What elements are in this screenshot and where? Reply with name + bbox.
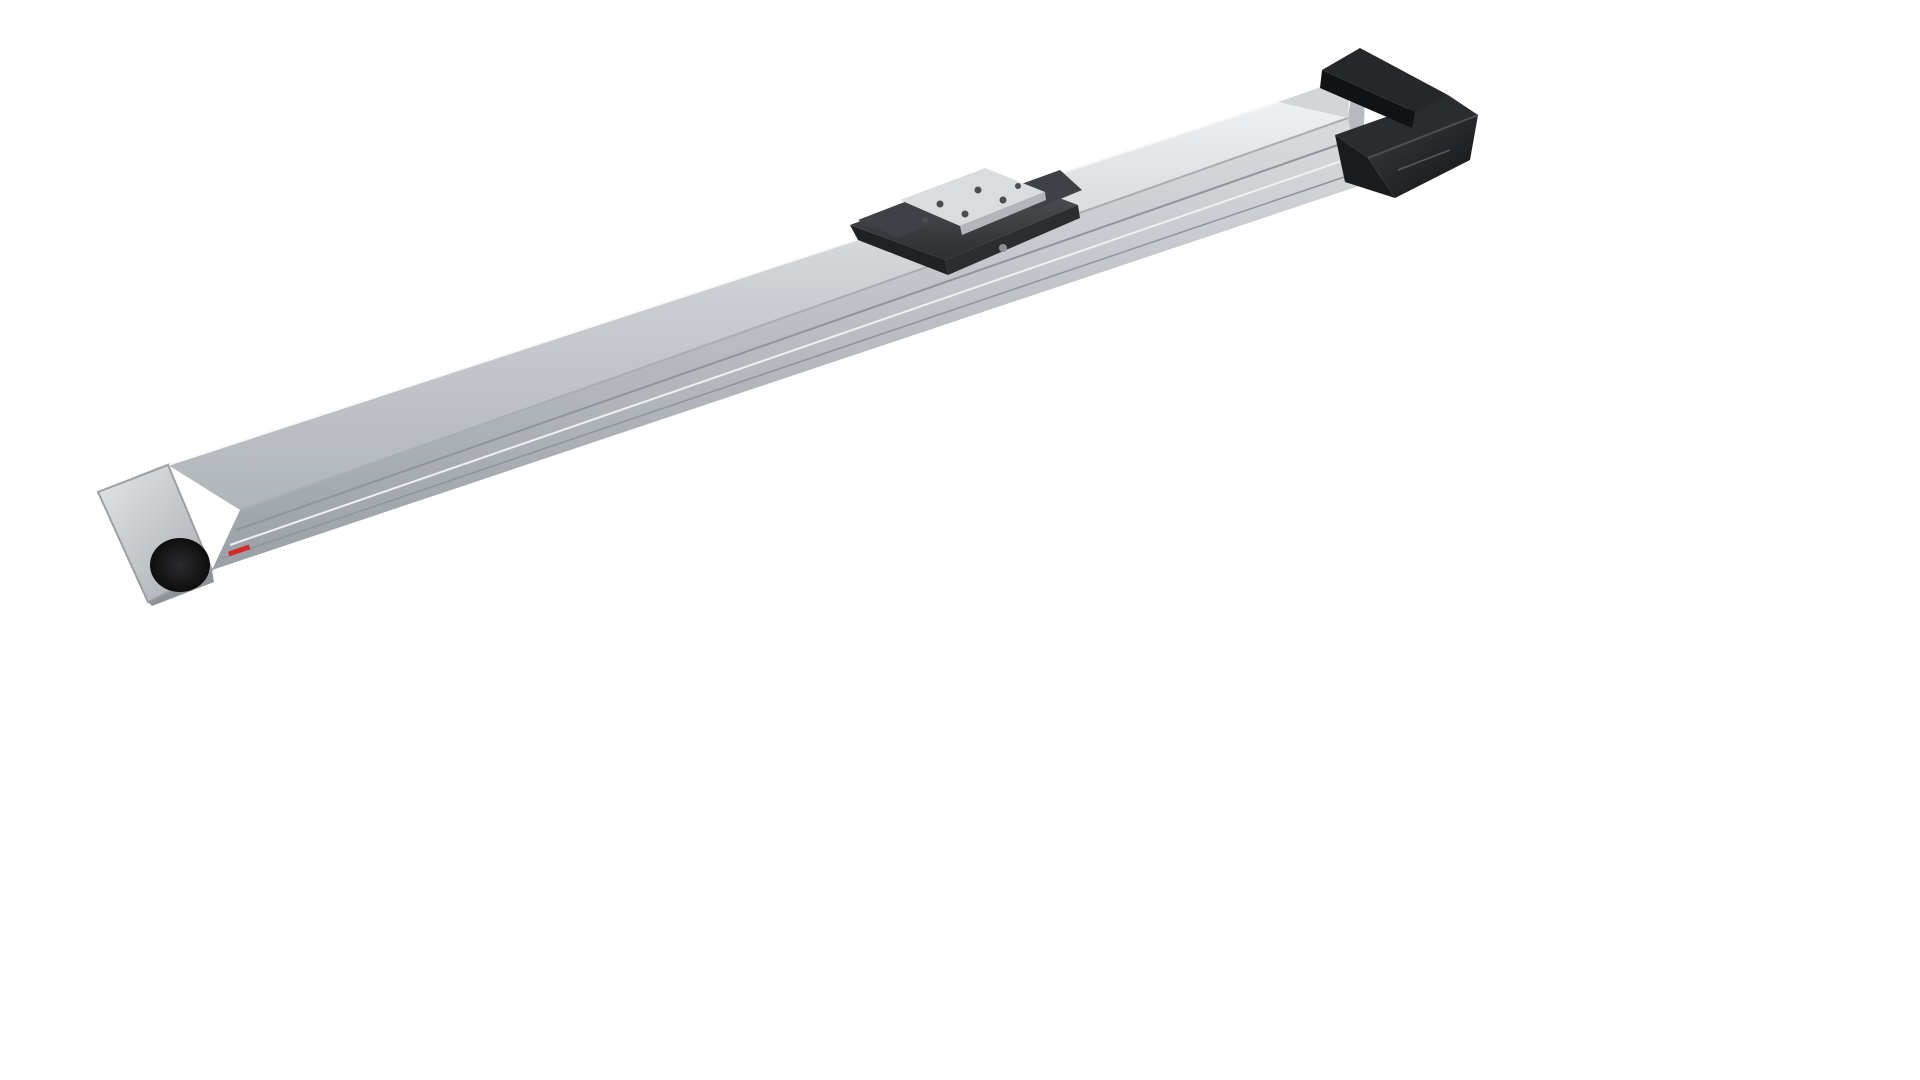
carriage-front [850, 225, 948, 275]
motor-body-main [1368, 115, 1478, 198]
left-end-cap-bore [150, 538, 210, 592]
rail-edge [239, 117, 1349, 511]
rail-edge-highlight [167, 101, 1279, 466]
left-end-cap-outline [96, 463, 214, 604]
carriage-top-plate [900, 168, 1045, 226]
carriage-lube-port [999, 244, 1007, 252]
motor-edge [1367, 114, 1479, 159]
carriage-front-right [945, 205, 1080, 275]
motor-top-front [1320, 70, 1415, 128]
rail-groove [235, 139, 1353, 531]
motor-top-housing [1322, 48, 1448, 112]
carriage-mount-hole [936, 200, 944, 208]
rail-top-face [168, 102, 1348, 510]
carriage-mount-hole [999, 196, 1007, 204]
motor-label-line [1397, 149, 1451, 171]
carriage-mount-hole [1015, 183, 1021, 189]
rail-side-face [212, 118, 1362, 570]
carriage-mount-hole [974, 186, 982, 194]
motor-body-side [1335, 95, 1478, 158]
rail-groove [229, 155, 1357, 546]
carriage-mount-hole [961, 210, 969, 218]
carriage-mount-hole [922, 217, 928, 223]
carriage-top-plate-edge [960, 192, 1046, 235]
brand-logo [227, 544, 251, 557]
motor-body-front [1335, 135, 1395, 198]
rail-groove [221, 171, 1360, 559]
